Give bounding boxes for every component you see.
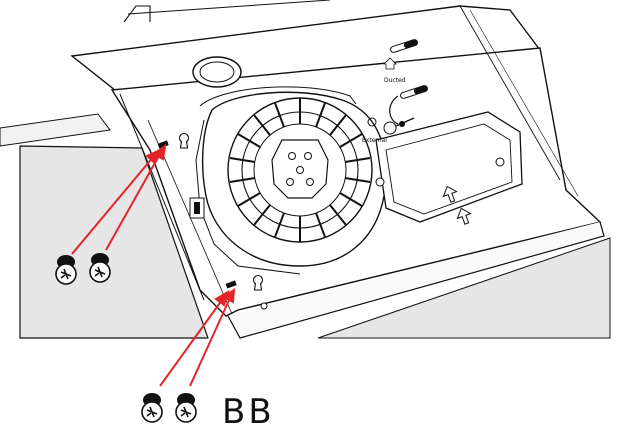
arrow-icon [442, 185, 458, 203]
back-frame-left [123, 5, 151, 23]
power-knob [192, 56, 242, 88]
left-wall-surface [19, 145, 209, 339]
screw-hole [157, 140, 169, 149]
screw-icon [175, 393, 197, 423]
duct-collar-panel [375, 111, 523, 223]
right-edge-line [459, 5, 561, 181]
back-line [127, 0, 331, 15]
red-arrows [71, 143, 236, 387]
hood-front-lip [227, 221, 605, 339]
recirc-icon [367, 117, 377, 127]
parts-label: BB [222, 392, 275, 432]
ducted-label: Ducted [384, 77, 406, 84]
lever-icon [390, 39, 418, 53]
right-edge-inner [469, 9, 579, 197]
side-edge-line [119, 93, 205, 301]
screw-icon [55, 255, 77, 285]
motor-bracket [189, 197, 205, 219]
selector-link [389, 95, 399, 125]
screw-hole [225, 280, 237, 289]
left-shelf-top [0, 113, 111, 147]
mode-selector: Ducted External [362, 39, 428, 144]
right-counter-surface [317, 237, 611, 339]
keyhole-slot-icon [252, 274, 264, 291]
house-icon [383, 57, 397, 70]
screw-icon [89, 253, 111, 283]
keyhole-slot-icon [178, 132, 190, 149]
fan-icon [227, 97, 373, 243]
hood-unit-top [70, 5, 542, 95]
lever-icon [400, 85, 428, 99]
screw-icon [141, 393, 163, 423]
external-label: External [362, 137, 387, 144]
arrow-icon [456, 207, 472, 225]
keyhole-slot-icon [260, 302, 268, 310]
chain-icon [383, 117, 415, 135]
